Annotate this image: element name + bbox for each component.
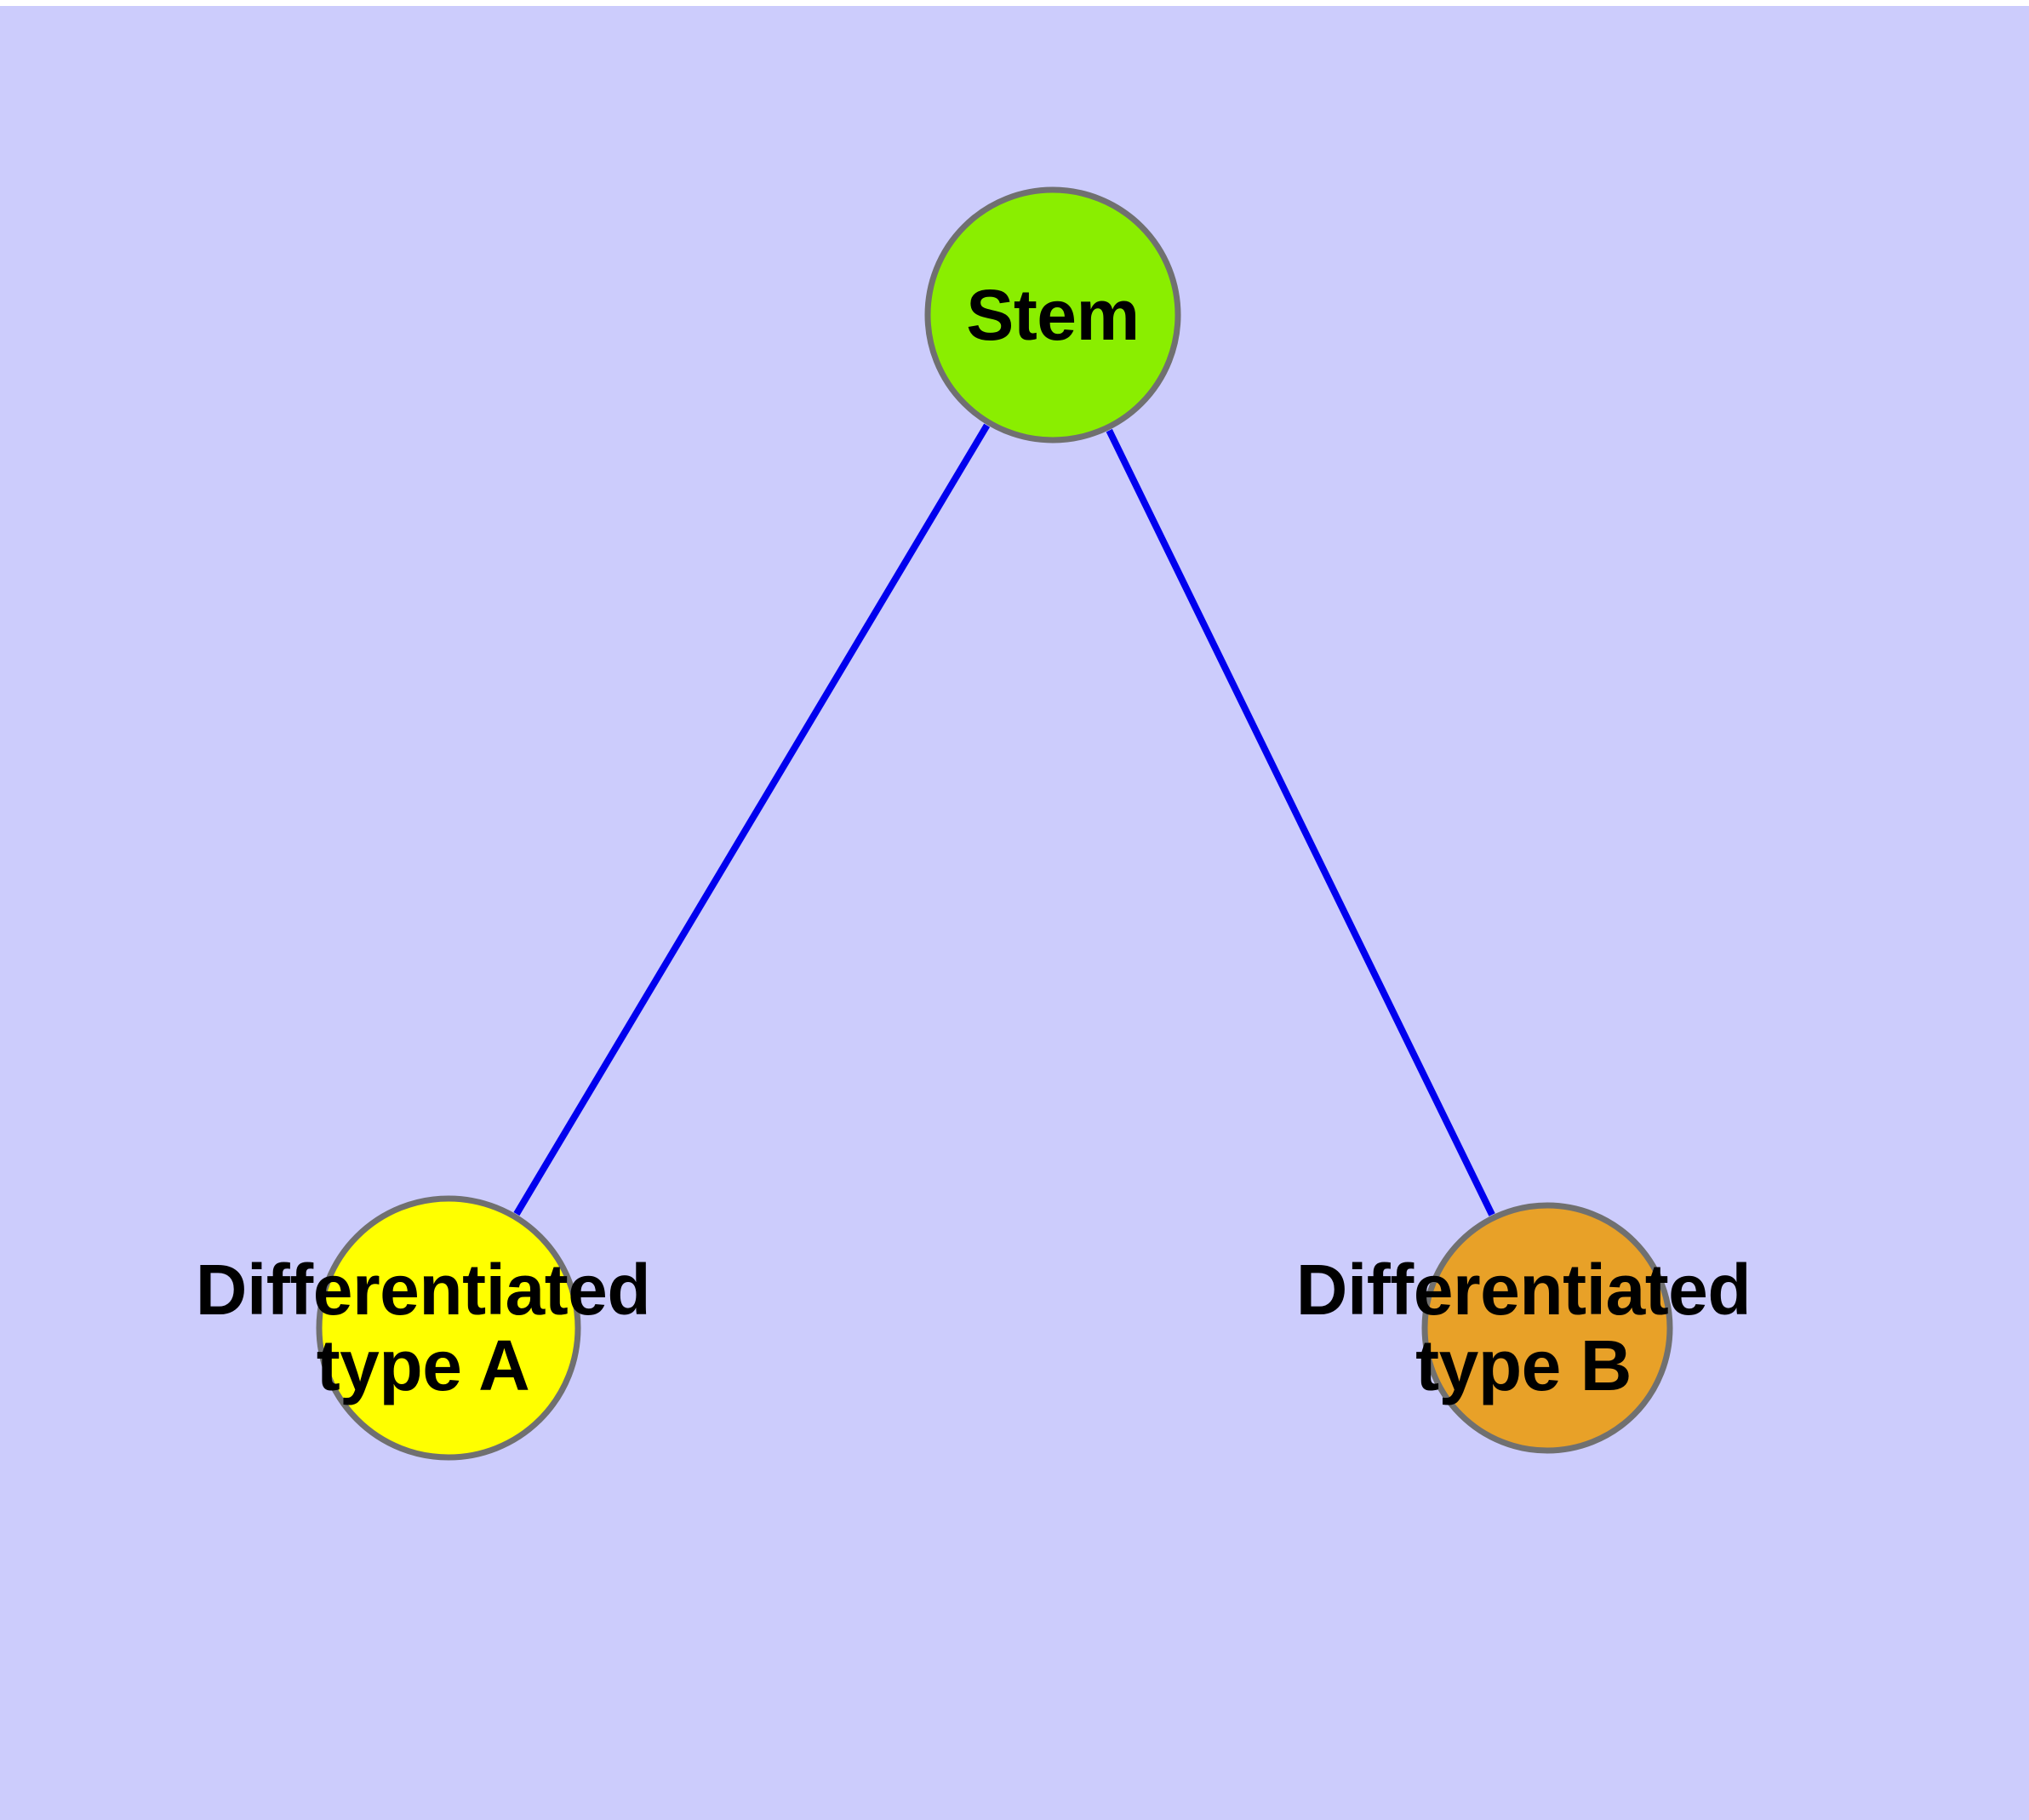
edges-layer bbox=[513, 423, 1495, 1216]
graph-edge bbox=[1106, 428, 1495, 1216]
nodes-layer bbox=[316, 186, 1673, 1461]
graph-edge bbox=[513, 423, 991, 1216]
graph-node-diff_b[interactable] bbox=[1421, 1202, 1673, 1454]
graph-node-diff_a[interactable] bbox=[316, 1195, 581, 1461]
graph-node-stem[interactable] bbox=[924, 186, 1181, 444]
